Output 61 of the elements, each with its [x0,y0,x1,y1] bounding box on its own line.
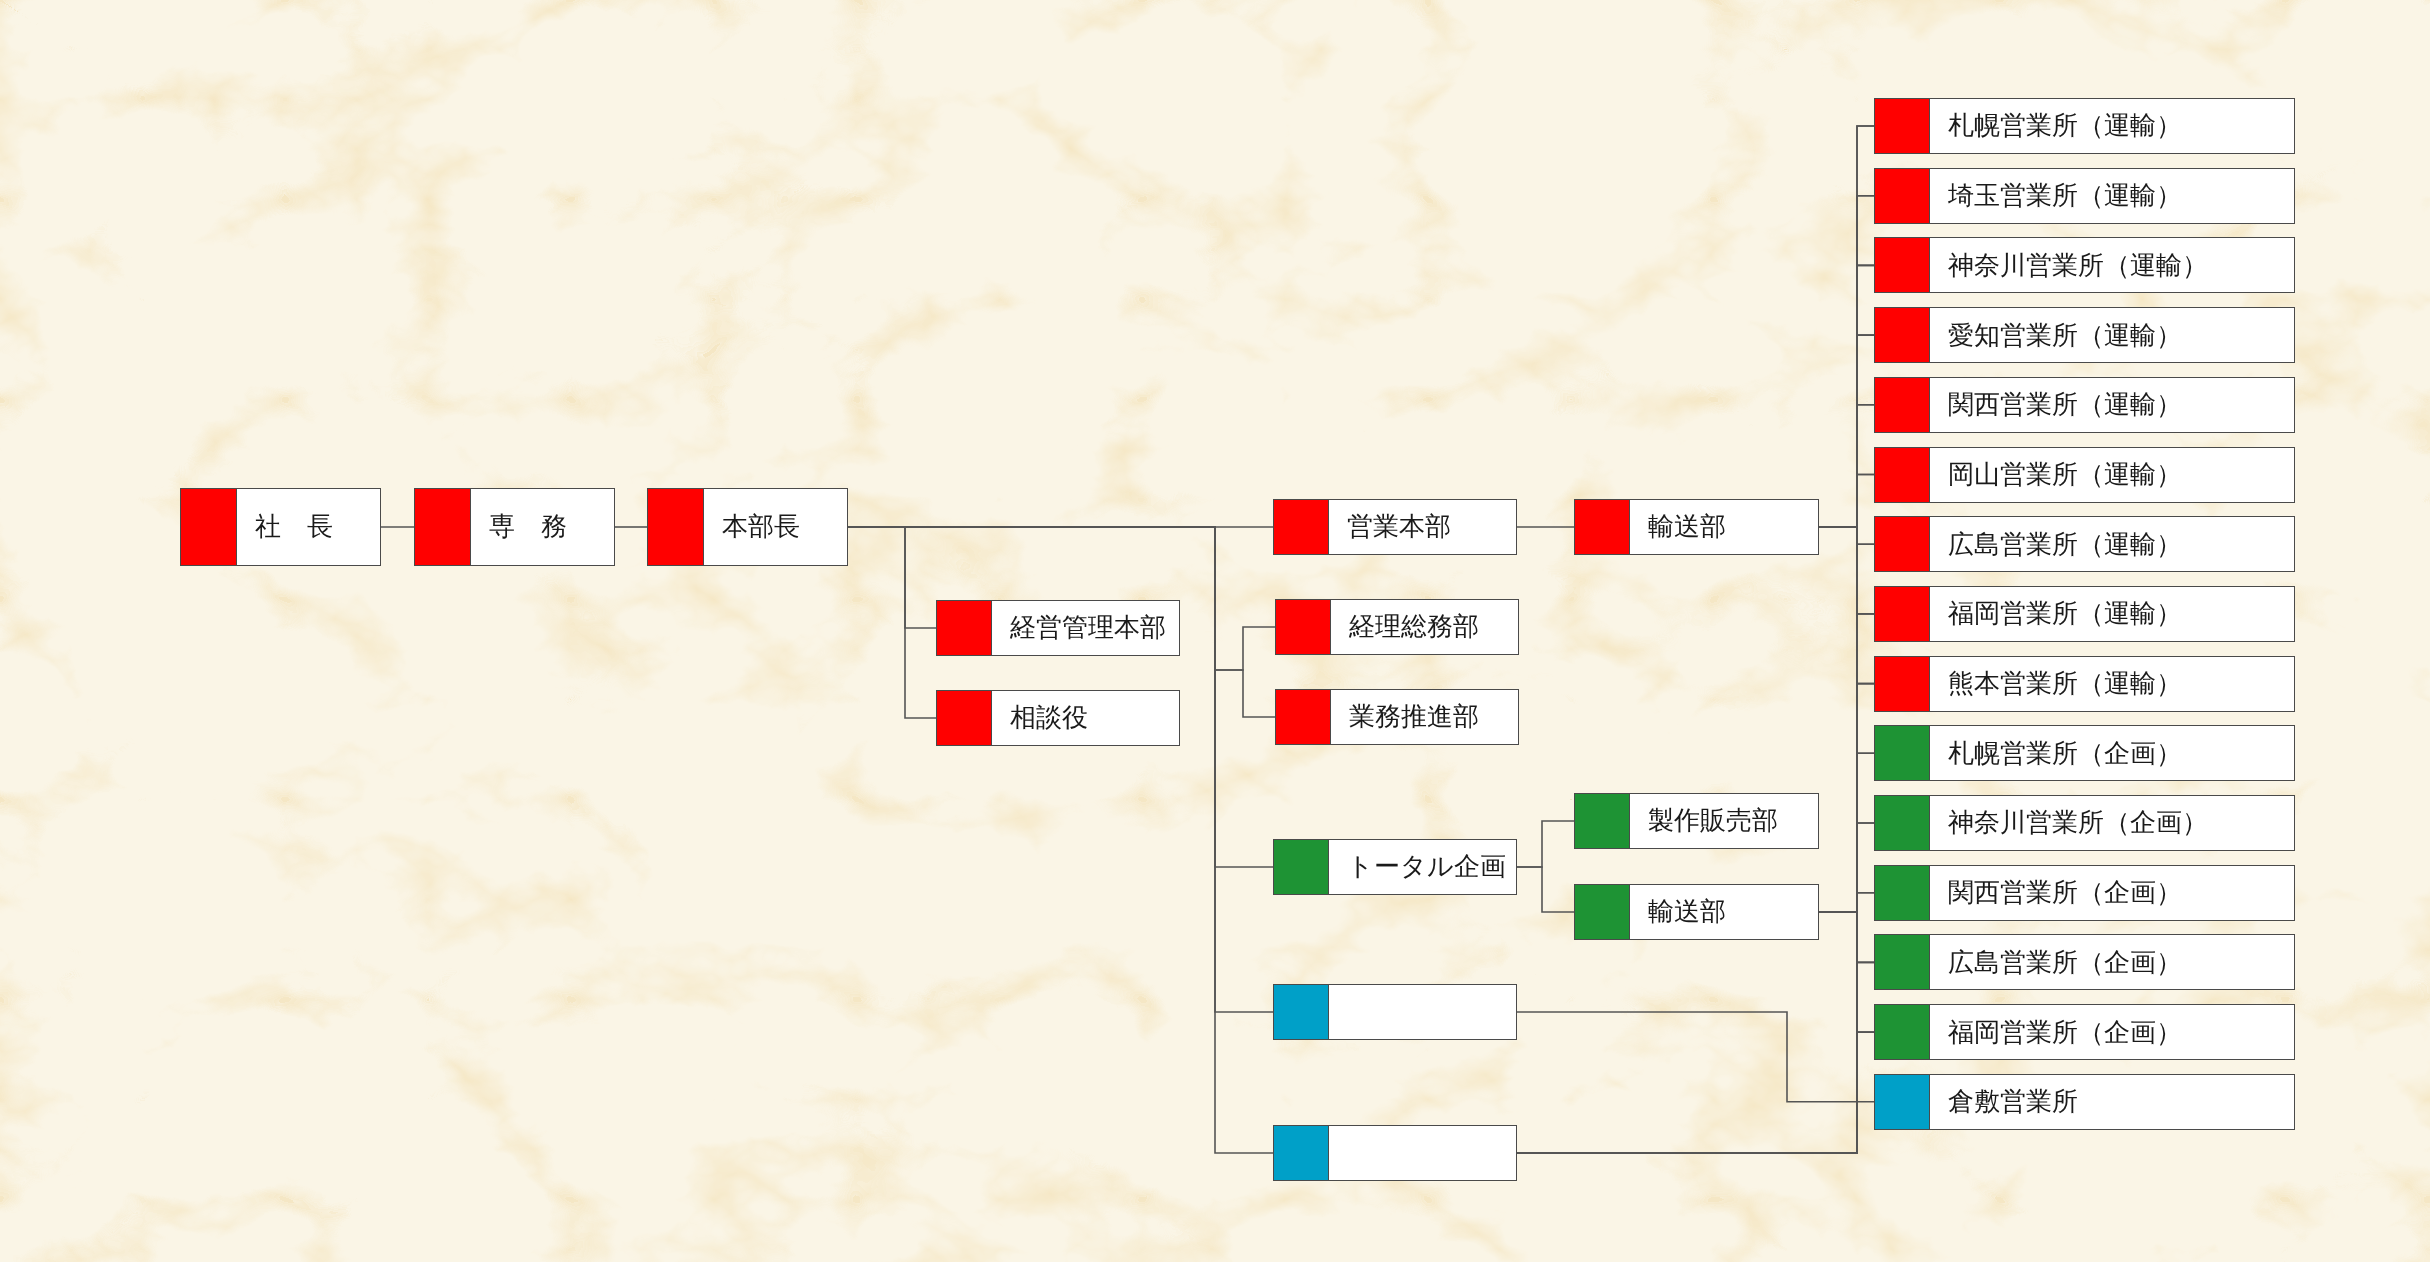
unit-name: 本部長 [722,511,800,543]
connector-line [1516,526,1575,528]
org-box [1874,516,2295,573]
unit-name: 福岡営業所（運輸） [1948,598,2182,630]
org-box [1273,839,1517,895]
org-box [1874,795,2295,851]
unit-name: 札幌営業所（運輸） [1948,110,2182,142]
unit-name: 熊本営業所（運輸） [1948,668,2182,700]
unit-name: 関西営業所（運輸） [1948,389,2182,421]
org-box [1874,655,2295,712]
unit-name: 岡山営業所（運輸） [1948,458,2182,491]
org-box [936,600,1180,656]
org-box [1874,725,2295,782]
connector-line [1516,1011,1875,1103]
org-box [1874,585,2295,642]
unit-name: 経理総務部 [1349,611,1479,643]
org-box [1874,934,2295,991]
org-box [1574,499,1819,555]
unit-name: 業務推進部 [1349,701,1479,733]
connector-line [1516,866,1575,913]
org-box [414,488,615,566]
connector-line [380,526,415,528]
unit-name: 経営管理本部 [1010,612,1166,644]
unit-name: 関西営業所（企画） [1948,877,2182,909]
unit-name: 倉敷営業所 [1948,1086,2078,1118]
unit-name: 愛知営業所（運輸） [1948,319,2182,351]
org-box [1273,984,1517,1040]
org-box [1874,237,2295,294]
unit-name: 輸送部 [1648,896,1726,928]
org-box [1874,446,2295,503]
unit-name: 専 務 [489,511,567,543]
unit-name: 営業本部 [1347,511,1451,543]
org-box [1874,864,2295,921]
unit-name: 製作販売部 [1648,805,1778,837]
org-box [1874,1073,2295,1130]
unit-name: 相談役 [1010,702,1088,734]
org-box [1874,307,2295,364]
org-box [1574,793,1819,849]
unit-name: 広島営業所（企画） [1948,946,2182,978]
org-box [1574,884,1819,940]
unit-name: 埼玉営業所（運輸） [1948,180,2182,212]
org-box [1275,599,1519,655]
org-box [647,488,848,566]
org-box [1273,1125,1517,1181]
unit-name: 神奈川営業所（運輸） [1948,249,2208,281]
org-box [1874,1004,2295,1061]
connector-line [614,526,648,528]
unit-name: 神奈川営業所（企画） [1948,807,2208,839]
unit-name: トータル企画 [1347,851,1506,883]
unit-name: 輸送部 [1648,511,1726,543]
org-box [180,488,381,566]
org-box [1275,689,1519,745]
org-box [1273,499,1517,555]
org-box [1874,376,2295,433]
org-box [936,690,1180,746]
org-box [1874,167,2295,224]
unit-name: 広島営業所（運輸） [1948,528,2182,560]
unit-name: 札幌営業所（企画） [1948,737,2182,769]
org-box [1874,98,2295,154]
unit-name: 社 長 [255,511,333,543]
unit-name: 福岡営業所（企画） [1948,1016,2182,1048]
